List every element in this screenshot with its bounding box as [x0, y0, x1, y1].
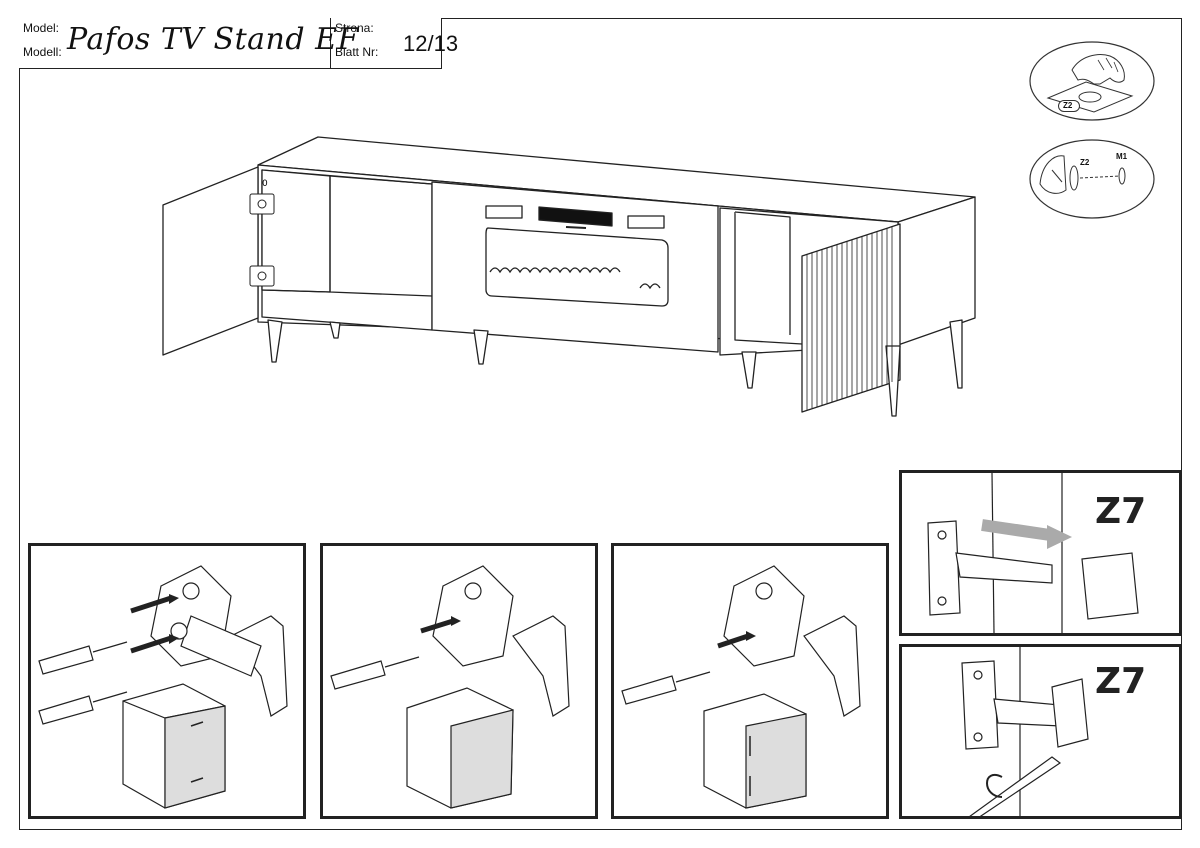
detail-code-z2: Z2 [1063, 101, 1073, 110]
step-panel-1 [28, 543, 306, 819]
z7-panel-top-drawing [927, 473, 1139, 633]
model-name: Pafos TV Stand EF [67, 22, 359, 57]
title-block: Model: Modell: Pafos TV Stand EF Strona:… [19, 18, 458, 69]
step-panel-2 [320, 543, 598, 819]
blatt-label: Blatt Nr: [335, 45, 379, 59]
step-panel-3 [611, 543, 889, 819]
page-cell: Strona: Blatt Nr: 12/13 [331, 18, 458, 68]
modell-label: Modell: [23, 45, 62, 59]
model-cell: Model: Modell: Pafos TV Stand EF [19, 18, 358, 68]
tv-stand-drawing: 0 [162, 136, 976, 417]
page-number: 12/13 [403, 31, 459, 56]
z7-panel-top: Z7 [899, 470, 1182, 636]
detail-code-m1: M1 [1116, 152, 1128, 161]
z7-panel-bottom-drawing [961, 647, 1089, 816]
z7-panel-bottom: Z7 [899, 644, 1182, 819]
detail-apply-cover: Z2 [1028, 40, 1156, 122]
model-label: Model: [23, 21, 60, 35]
step-panel-2-drawing [330, 565, 570, 809]
z7-label-top: Z7 [1095, 491, 1147, 532]
page-frame [19, 18, 1182, 830]
detail-cover-cap: Z2 M1 [1028, 138, 1156, 220]
detail-cover-cap-drawing [1029, 139, 1155, 219]
svg-text:0: 0 [262, 179, 268, 189]
strona-label: Strona: [335, 21, 374, 35]
z7-label-bottom: Z7 [1095, 661, 1147, 702]
detail-code-z2-small: Z2 [1080, 158, 1090, 167]
step-panel-1-drawing [38, 565, 288, 809]
step-panel-3-drawing [621, 565, 861, 809]
